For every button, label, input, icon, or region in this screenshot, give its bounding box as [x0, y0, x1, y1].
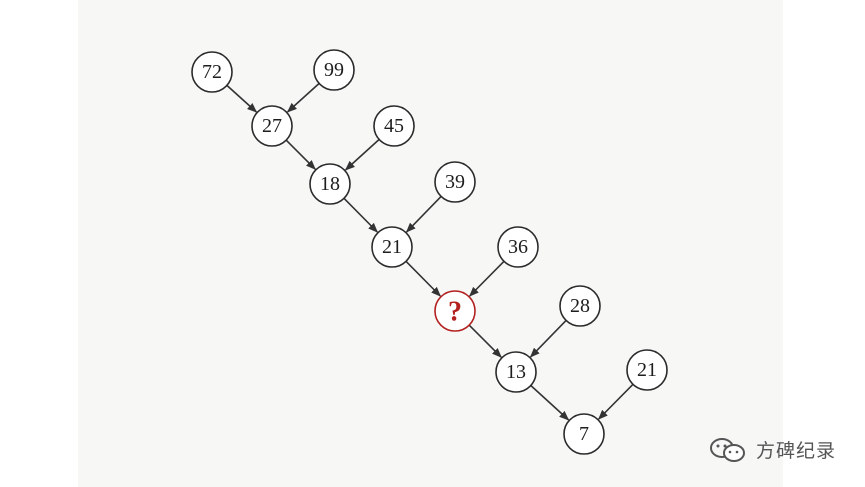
node-circle	[434, 290, 476, 332]
node-unknown: ?	[434, 290, 476, 332]
node-label: 72	[202, 61, 222, 83]
node-circle	[371, 226, 413, 268]
node-circle	[497, 226, 539, 268]
node-n18: 18	[309, 163, 351, 205]
node-circle	[309, 163, 351, 205]
node-label: ?	[448, 297, 462, 328]
node-label: 36	[508, 236, 528, 258]
node-circle	[373, 105, 415, 147]
node-n45: 45	[373, 105, 415, 147]
node-label: 39	[445, 171, 465, 193]
node-circle	[434, 161, 476, 203]
node-circle	[313, 49, 355, 91]
node-n21b: 21	[626, 349, 668, 391]
node-circle	[191, 51, 233, 93]
watermark: 方碑纪录	[708, 436, 836, 463]
arrow-n18-to-n21a	[343, 197, 379, 233]
node-label: 13	[506, 361, 526, 383]
arrow-n28-to-n13	[529, 319, 567, 358]
node-label: 28	[570, 295, 590, 317]
node-circle	[563, 413, 605, 455]
arrow-n72-to-n27	[226, 84, 258, 113]
node-label: 21	[382, 236, 402, 258]
node-circle	[495, 351, 537, 393]
arrow-nq-to-n13	[468, 324, 502, 358]
node-label: 27	[262, 115, 282, 137]
node-n7: 7	[563, 413, 605, 455]
node-n36: 36	[497, 226, 539, 268]
node-label: 45	[384, 115, 404, 137]
node-n72: 72	[191, 51, 233, 93]
node-circle	[251, 105, 293, 147]
watermark-text: 方碑纪录	[756, 440, 837, 462]
node-circle	[626, 349, 668, 391]
node-label: 21	[637, 359, 657, 381]
arrow-n21b-to-n7	[597, 383, 634, 420]
node-label: 99	[324, 59, 344, 81]
node-label: 18	[320, 173, 340, 195]
arrow-n27-to-n18	[285, 139, 316, 170]
node-n99: 99	[313, 49, 355, 91]
arrow-n36-to-nq	[468, 260, 505, 297]
node-label: 7	[579, 423, 589, 445]
node-n13: 13	[495, 351, 537, 393]
nodes-layer: 72 99 27 45 18 39 21 36? 28 13 21 7	[191, 49, 668, 455]
edges-layer	[226, 82, 634, 421]
arrow-n45-to-n18	[344, 138, 380, 171]
node-n28: 28	[559, 285, 601, 327]
arrow-n21a-to-nq	[405, 260, 442, 297]
arrow-n39-to-n21a	[405, 195, 442, 233]
arrow-n13-to-n7	[530, 384, 570, 421]
node-n27: 27	[251, 105, 293, 147]
node-n39: 39	[434, 161, 476, 203]
node-n21a: 21	[371, 226, 413, 268]
wechat-icon	[710, 437, 745, 462]
arrow-n99-to-n27	[286, 82, 320, 113]
node-circle	[559, 285, 601, 327]
